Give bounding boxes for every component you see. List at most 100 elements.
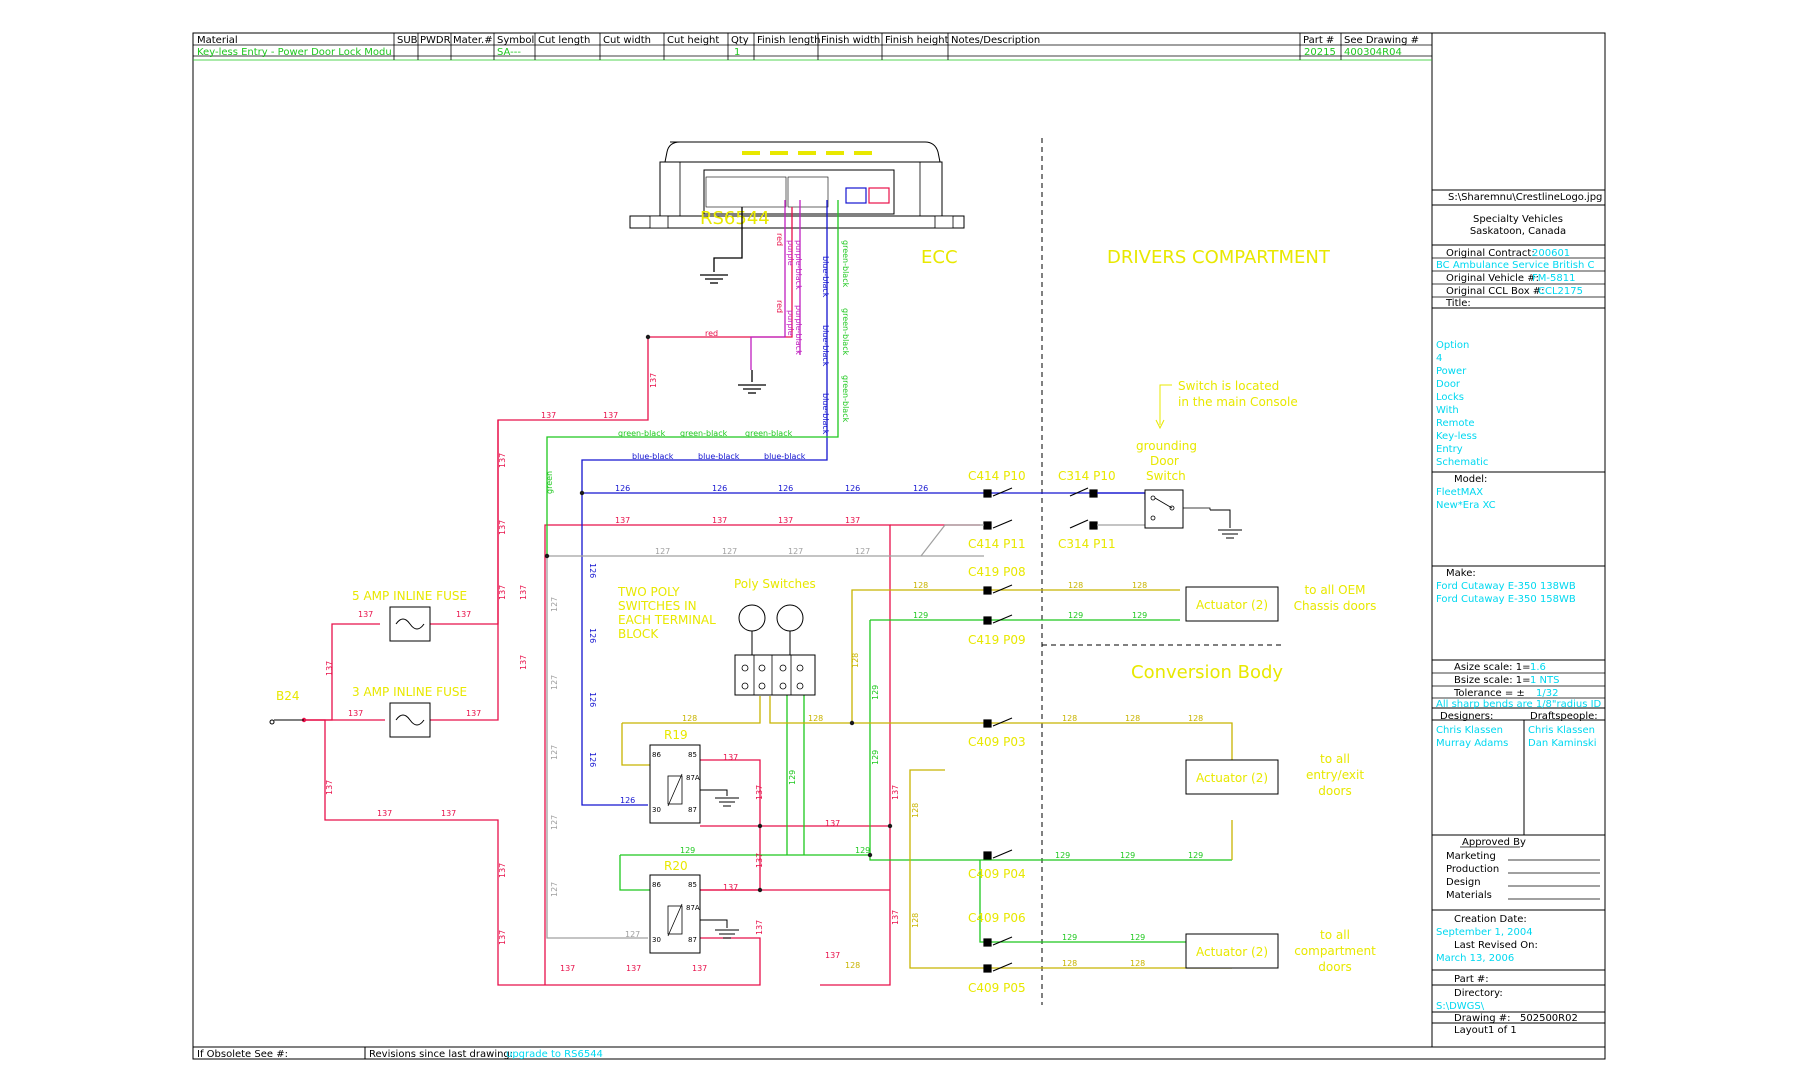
relay-pin: 86 xyxy=(652,751,661,759)
original-ccl-value: CCL2175 xyxy=(1538,286,1583,297)
wire-label-126: 126 xyxy=(588,752,597,767)
junction-dots xyxy=(301,334,893,893)
poly-note-line: EACH TERMINAL xyxy=(618,613,716,627)
wire-label-137: 137 xyxy=(755,853,764,868)
wire-label-137: 137 xyxy=(325,780,334,795)
wire-label-blue-black: blue-black xyxy=(632,452,674,461)
power-point-label: B24 xyxy=(276,689,300,703)
actuator-compartment: Actuator (2) xyxy=(1196,945,1268,959)
poly-switches-label: Poly Switches xyxy=(734,577,816,591)
col-cut-length: Cut length xyxy=(538,35,590,46)
relay-pin: 87 xyxy=(688,806,697,814)
door-switch: grounding Door Switch Switch is located … xyxy=(1136,379,1298,529)
title-line: Schematic xyxy=(1436,457,1488,468)
connector-c414-p11: C414 P11 xyxy=(968,537,1026,551)
wire-label-127: 127 xyxy=(855,547,870,556)
make-label: Make: xyxy=(1446,568,1476,579)
wire-label-137: 137 xyxy=(891,910,900,925)
connector-c314-p11: C314 P11 xyxy=(1058,537,1116,551)
wire-label-137: 137 xyxy=(603,411,618,420)
company-line-2: Saskatoon, Canada xyxy=(1470,226,1566,237)
col-finish-width: Finish width xyxy=(821,35,880,46)
wire-label-129: 129 xyxy=(855,846,870,855)
wire-label-128: 128 xyxy=(1068,581,1083,590)
title-line: With xyxy=(1436,405,1459,416)
wire-label-purple: purple xyxy=(786,240,795,266)
wire-label-128: 128 xyxy=(913,581,928,590)
wire-label-127: 127 xyxy=(788,547,803,556)
grounding-switch-line: Switch xyxy=(1146,469,1186,483)
grounding-switch-line: Door xyxy=(1150,454,1179,468)
switch-note-2: in the main Console xyxy=(1178,395,1298,409)
wire-label-128: 128 xyxy=(1132,581,1147,590)
wire-label-137: 137 xyxy=(498,520,507,535)
row-material: Key-less Entry - Power Door Lock Modu xyxy=(197,47,392,58)
title-line: Remote xyxy=(1436,418,1475,429)
row-see-drawing: 400304R04 xyxy=(1344,47,1402,58)
model-line: FleetMAX xyxy=(1436,487,1483,498)
rs6544-module: RS6544 xyxy=(629,141,965,229)
wire-label-137: 137 xyxy=(723,753,738,762)
relay-pin: 87A xyxy=(686,774,700,782)
wire-label-137: 137 xyxy=(626,964,641,973)
wire-label-127: 127 xyxy=(625,930,640,939)
fuse-3-amp: 3 AMP INLINE FUSE xyxy=(352,685,467,738)
wire-label-137: 137 xyxy=(519,585,528,600)
wire-label-green-black: green-black xyxy=(841,240,850,288)
wire-label-127: 127 xyxy=(655,547,670,556)
make-line: Ford Cutaway E-350 158WB xyxy=(1436,594,1576,605)
fuse-5-label: 5 AMP INLINE FUSE xyxy=(352,589,467,603)
connector-c314-p10: C314 P10 xyxy=(1058,469,1116,483)
dest-entry-line: to all xyxy=(1320,752,1350,766)
wire-label-blue-black: blue-black xyxy=(821,256,830,298)
wire-label-129: 129 xyxy=(788,770,797,785)
tolerance-label: Tolerance = ± xyxy=(1453,688,1525,699)
wire-label-129: 129 xyxy=(1130,933,1145,942)
directory-label: Directory: xyxy=(1454,988,1503,999)
wire-label-137: 137 xyxy=(498,453,507,468)
creation-label: Creation Date: xyxy=(1454,914,1527,925)
wire-label-green-black: green-black xyxy=(745,429,793,438)
wire-label-126: 126 xyxy=(588,628,597,643)
actuator-oem: Actuator (2) xyxy=(1196,598,1268,612)
title-line: 4 xyxy=(1436,353,1442,364)
model-label: Model: xyxy=(1454,474,1487,485)
relay-pin: 86 xyxy=(652,881,661,889)
bsize-label: Bsize scale: 1= xyxy=(1454,675,1530,686)
wire-label-purple: purple xyxy=(786,310,795,336)
wire-label-137: 137 xyxy=(755,920,764,935)
wire-label-128: 128 xyxy=(845,961,860,970)
wire-label-126: 126 xyxy=(778,484,793,493)
title-block: S:\Sharemnu\CrestlineLogo.jpg Specialty … xyxy=(1432,189,1605,1036)
col-sub: SUB xyxy=(397,35,418,46)
wire-label-red: red xyxy=(705,329,718,338)
col-cut-height: Cut height xyxy=(667,35,719,46)
connector-c419-p08: C419 P08 xyxy=(968,565,1026,579)
part-label: Part #: xyxy=(1454,974,1489,985)
connector-c409-p06: C409 P06 xyxy=(968,911,1026,925)
fuse-3-label: 3 AMP INLINE FUSE xyxy=(352,685,467,699)
approval-design: Design xyxy=(1446,877,1481,888)
draftspeople-label: Draftspeople: xyxy=(1530,711,1598,722)
wire-label-137: 137 xyxy=(456,610,471,619)
wire-label-137: 137 xyxy=(519,655,528,670)
wire-label-purple-black: purple-black xyxy=(794,305,803,355)
wire-label-126: 126 xyxy=(588,563,597,578)
footer: If Obsolete See #: Revisions since last … xyxy=(197,1049,603,1060)
asize-value: 1.6 xyxy=(1530,662,1546,673)
col-qty: Qty xyxy=(731,35,749,46)
revised-value: March 13, 2006 xyxy=(1436,953,1514,964)
wire-label-red: red xyxy=(775,300,784,313)
drawing-label: Drawing #: xyxy=(1454,1013,1511,1024)
approved-label: Approved By xyxy=(1462,837,1526,848)
connector-c409-p04: C409 P04 xyxy=(968,867,1026,881)
wire-label-129: 129 xyxy=(1068,611,1083,620)
tolerance-value: 1/32 xyxy=(1536,688,1558,699)
wire-labels-vertical: red red purple purple purple-black purpl… xyxy=(325,233,920,945)
wire-label-137: 137 xyxy=(778,516,793,525)
wire-label-129: 129 xyxy=(1132,611,1147,620)
power-point: B24 xyxy=(269,689,304,725)
approval-production: Production xyxy=(1446,864,1499,875)
wire-label-128: 128 xyxy=(1062,959,1077,968)
wire-label-127: 127 xyxy=(550,882,559,897)
